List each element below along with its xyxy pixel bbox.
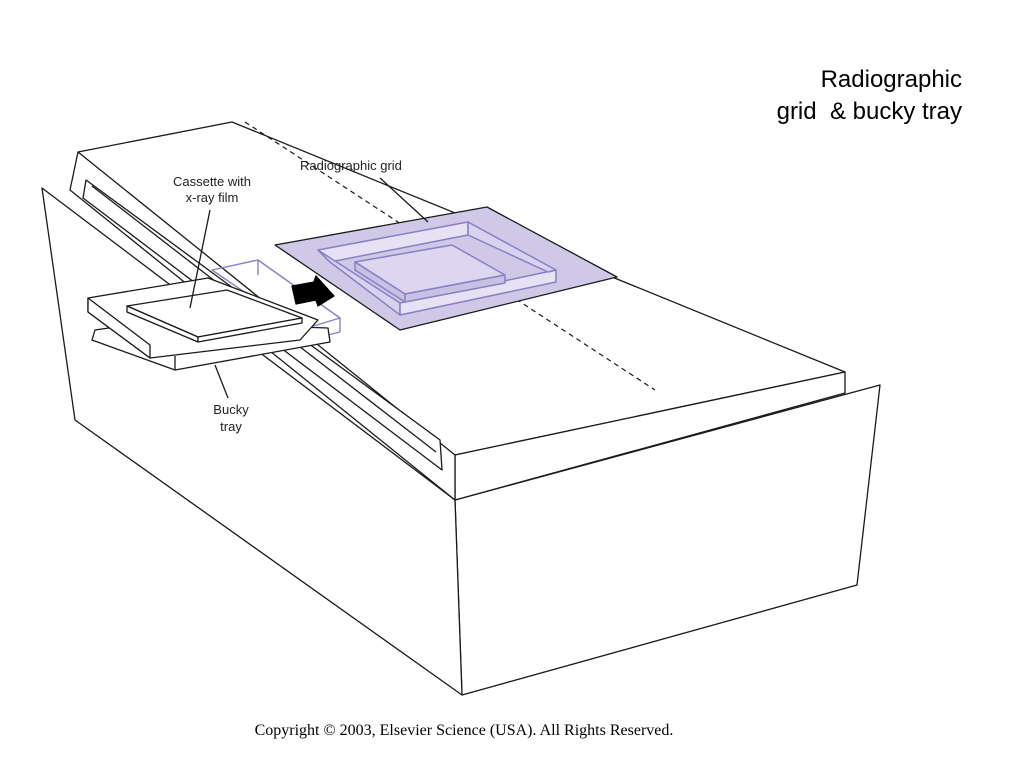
slide-title: Radiographic grid & bucky tray bbox=[777, 64, 962, 128]
label-cassette-line-2: x-ray film bbox=[186, 190, 239, 205]
leader-cassette bbox=[189, 209, 211, 309]
label-radiographic-grid: Radiographic grid bbox=[300, 158, 402, 173]
label-bucky-line-2: tray bbox=[220, 419, 242, 434]
slide-title-line-2: grid & bucky tray bbox=[776, 98, 962, 125]
label-cassette-line-1: Cassette with bbox=[173, 174, 251, 189]
insertion-arrow bbox=[291, 275, 335, 307]
slide-title-line-1: Radiographic bbox=[820, 66, 962, 93]
leader-grid bbox=[379, 177, 429, 223]
leader-bucky bbox=[214, 364, 229, 399]
radiographic-grid-shape bbox=[274, 206, 618, 331]
cassette-shape bbox=[126, 289, 303, 343]
copyright-notice: Copyright © 2003, Elsevier Science (USA)… bbox=[254, 722, 674, 739]
label-bucky-line-1: Bucky bbox=[213, 402, 249, 417]
